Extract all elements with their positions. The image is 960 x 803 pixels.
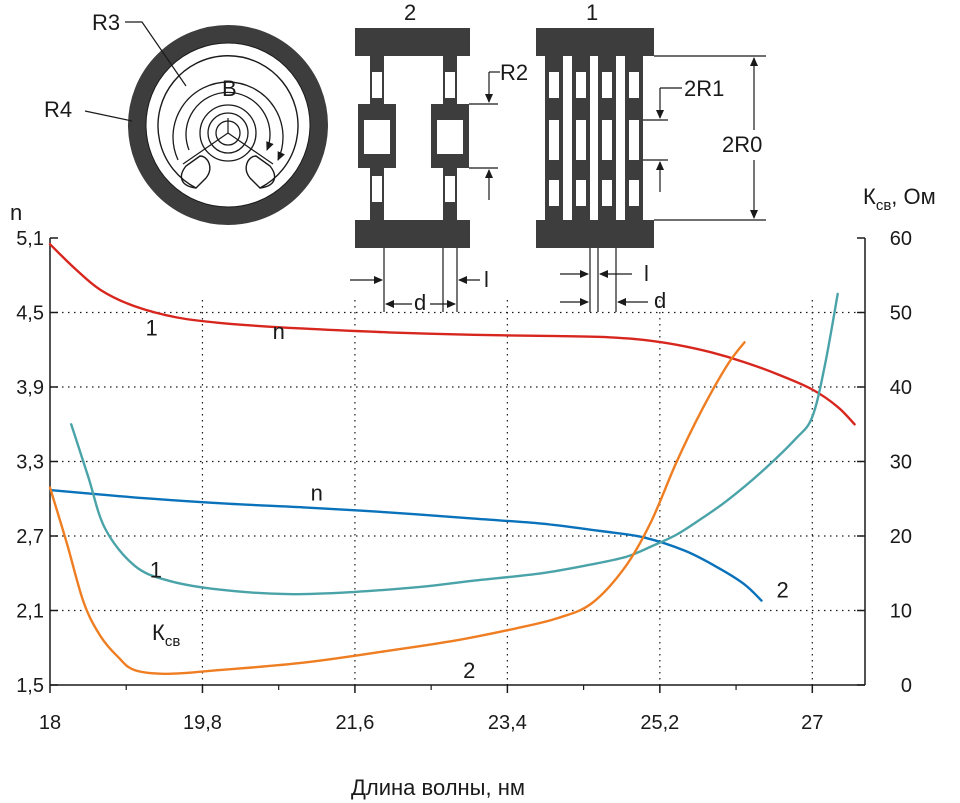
element-2-label-d: d — [414, 290, 426, 315]
kcb-series-label: Ксв — [152, 620, 180, 650]
x-tick-label: 27 — [801, 712, 823, 734]
element-2-top-bar — [355, 28, 470, 56]
y-left-tick-label: 5,1 — [16, 228, 44, 250]
element-1-diagram: 1 2R1 — [536, 0, 766, 313]
element-2-label-l: l — [484, 267, 489, 292]
series-line-k1 — [70, 292, 839, 596]
element-1-number: 1 — [586, 0, 598, 25]
x-axis-title: Длина волны, нм — [351, 775, 525, 800]
y-left-tick-label: 2,7 — [16, 526, 44, 548]
element-1-label-2R0: 2R0 — [722, 132, 762, 157]
label-R4: R4 — [44, 97, 72, 122]
core-spoke-3 — [227, 132, 274, 165]
element-1-label-l: l — [644, 261, 649, 286]
element-1-bottom-bar — [536, 220, 654, 248]
element-1-slot-1a — [549, 72, 559, 98]
curve-annotation: 1 — [146, 315, 158, 340]
curve-annotation: 2 — [463, 658, 475, 683]
y-left-tick-label: 2,1 — [16, 601, 44, 623]
element-1-slot-2b — [576, 120, 586, 160]
element-2-left-slot-bottom — [372, 176, 382, 202]
element-1-slot-2a — [576, 72, 586, 98]
curve-annotation: 2 — [777, 577, 789, 602]
y-right-tick-label: 40 — [890, 377, 912, 399]
series-line-k2 — [48, 341, 746, 675]
element-2-left-window — [364, 120, 390, 154]
y-left-tick-label: 3,9 — [16, 377, 44, 399]
x-tick-label: 18 — [39, 712, 61, 734]
y-right-tick-label: 30 — [890, 452, 912, 474]
y-left-tick-label: 1,5 — [16, 675, 44, 697]
element-1-slot-1c — [549, 180, 559, 206]
x-tick-label: 23,4 — [488, 712, 527, 734]
x-tick-label: 19,8 — [183, 712, 222, 734]
ring-inner-edge — [145, 42, 311, 208]
y-right-title-main: К — [863, 184, 876, 209]
spiral-arc-1 — [172, 81, 285, 161]
y-left-tick-label: 4,5 — [16, 303, 44, 325]
kcb-label-sub: св — [165, 633, 181, 650]
y-right-tick-label: 50 — [890, 303, 912, 325]
outer-ring — [128, 25, 328, 225]
element-1-top-bar — [536, 28, 654, 56]
element-1-slot-4b — [629, 120, 639, 160]
kcb-label-main: К — [152, 620, 165, 645]
label-R3: R3 — [92, 10, 120, 35]
grid — [50, 300, 865, 685]
element-2-label-R2: R2 — [500, 60, 528, 85]
y-right-axis-ticks: 60 50 40 30 20 10 0 — [857, 228, 912, 697]
y-left-tick-label: 3,3 — [16, 452, 44, 474]
element-1-slot-1b — [549, 120, 559, 160]
left-lobe — [180, 155, 211, 189]
element-1-slot-3b — [602, 120, 612, 160]
curve-annotation: n — [311, 481, 323, 506]
element-2-right-slot-top — [445, 72, 455, 98]
element-2-right-slot-bottom — [445, 176, 455, 202]
ring-diagram: B R3 R4 — [44, 10, 328, 225]
curve-annotation: n — [273, 319, 285, 344]
element-2-left-slot-top — [372, 72, 382, 98]
y-right-tick-label: 10 — [890, 601, 912, 623]
leader-R4 — [84, 110, 133, 122]
element-1-label-d: d — [654, 288, 666, 313]
element-2-right-window — [437, 120, 463, 154]
core-ring-1 — [199, 104, 257, 162]
x-tick-label: 21,6 — [335, 712, 374, 734]
element-1-slot-3a — [602, 72, 612, 98]
core-ring-2 — [207, 112, 249, 154]
spiral-arc-2 — [185, 91, 274, 151]
curve-annotations: 1 n n 1 2 2 — [146, 315, 789, 683]
leader-R3 — [125, 21, 187, 87]
curve-annotation: 1 — [150, 558, 162, 583]
x-axis-ticks: 18 19,8 21,6 23,4 25,2 27 — [39, 685, 823, 734]
plot-area: 18 19,8 21,6 23,4 25,2 27 5,1 4,5 3,9 3,3 2,7 2,1 1… — [16, 228, 912, 734]
x-tick-label: 25,2 — [640, 712, 679, 734]
element-1-slot-2c — [576, 180, 586, 206]
y-right-tick-label: 20 — [890, 526, 912, 548]
element-1-slot-3c — [602, 180, 612, 206]
core-spoke-2 — [182, 132, 229, 165]
y-right-axis-title: Ксв, Ом — [863, 184, 936, 214]
y-left-axis-title: n — [10, 200, 22, 225]
element-2-diagram: 2 R2 l d — [350, 0, 528, 315]
spiral-outer-path — [157, 55, 299, 189]
series-group — [48, 243, 856, 675]
element-1-slot-4a — [629, 72, 639, 98]
series-line-n2 — [48, 488, 763, 602]
element-1-slot-4c — [629, 180, 639, 206]
y-right-tick-label: 60 — [890, 228, 912, 250]
element-2-number: 2 — [404, 0, 416, 25]
y-right-title-sub: св — [876, 197, 892, 214]
y-left-axis-ticks: 5,1 4,5 3,9 3,3 2,7 2,1 1,5 — [16, 228, 58, 697]
label-B: B — [222, 76, 237, 101]
y-right-tick-label: 0 — [901, 675, 912, 697]
series-line-n1 — [48, 243, 856, 426]
right-lobe — [245, 155, 276, 189]
element-1-label-2R1: 2R1 — [684, 76, 724, 101]
y-right-title-unit: , Ом — [891, 184, 935, 209]
element-2-bottom-bar — [355, 220, 470, 248]
